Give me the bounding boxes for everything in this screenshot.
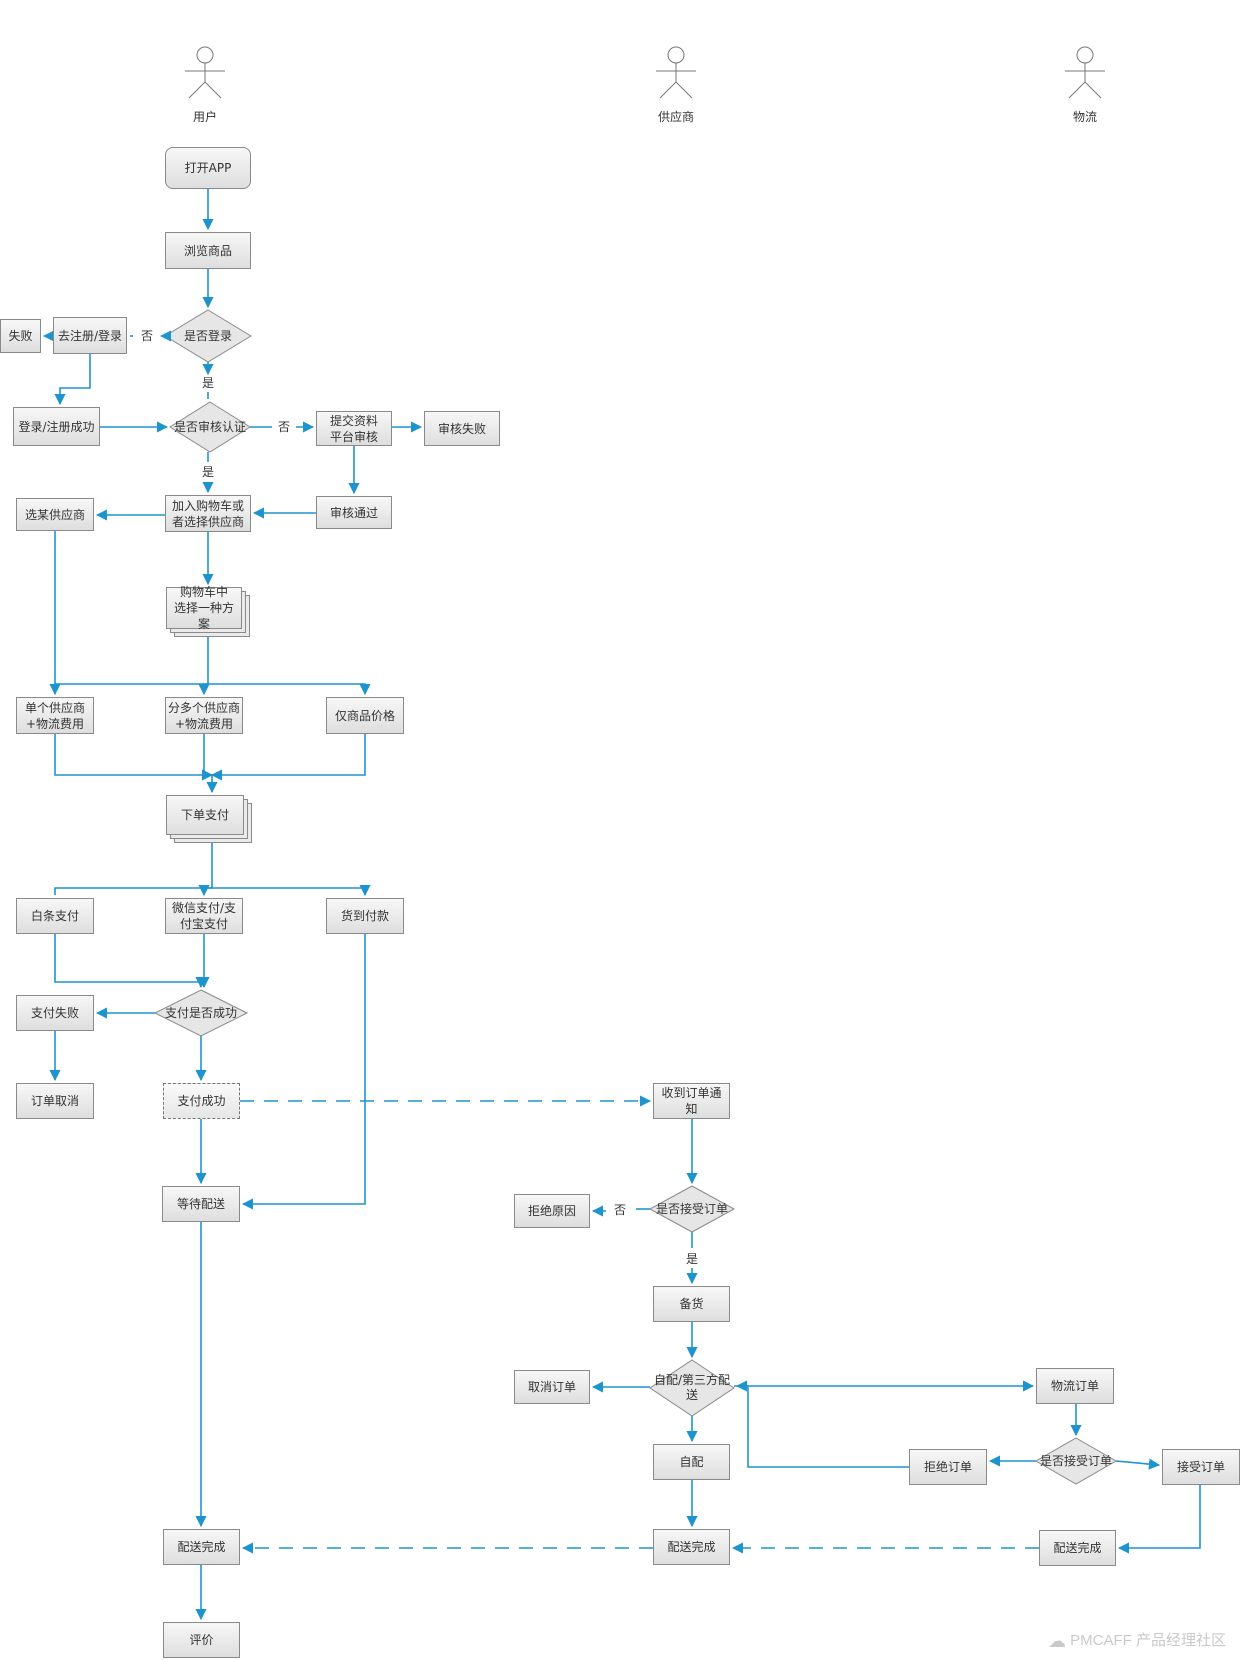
edge-orderpay-to-wechat bbox=[198, 884, 212, 897]
node-submit_info: 提交资料 平台审核 bbox=[316, 411, 392, 446]
node-login_ok: 登录/注册成功 bbox=[13, 407, 100, 446]
node-logistics_order: 物流订单 bbox=[1036, 1368, 1114, 1404]
edge-cartplan-to-goods bbox=[208, 683, 371, 696]
node-prepare: 备货 bbox=[653, 1286, 730, 1322]
actor-supplier-icon bbox=[656, 46, 696, 99]
edge-label-login-no: 否 bbox=[138, 329, 156, 343]
actor-label-logistics: 物流 bbox=[1072, 110, 1098, 124]
node-delivered_logistics: 配送完成 bbox=[1039, 1530, 1116, 1566]
edge-label-login-yes: 是 bbox=[199, 376, 217, 390]
edge-label-accept-no: 否 bbox=[611, 1203, 629, 1217]
actor-logistics-icon bbox=[1065, 46, 1105, 99]
node-audit_fail: 审核失败 bbox=[424, 411, 500, 446]
actor-label-user: 用户 bbox=[192, 110, 218, 124]
node-order_notice: 收到订单通知 bbox=[653, 1083, 730, 1119]
watermark-text: PMCAFF 产品经理社区 bbox=[1070, 1632, 1226, 1649]
node-wechat_alipay: 微信支付/支 付宝支付 bbox=[165, 898, 243, 934]
node-reject_reason: 拒绝原因 bbox=[514, 1194, 590, 1228]
actor-label-supplier: 供应商 bbox=[657, 110, 695, 124]
node-register: 去注册/登录 bbox=[53, 317, 127, 354]
node-pick_supplier: 选某供应商 bbox=[16, 498, 94, 531]
actor-user-icon bbox=[185, 46, 225, 99]
node-single_supplier: 单个供应商 +物流费用 bbox=[16, 697, 94, 734]
edge-cod-to-wait bbox=[241, 934, 366, 1210]
edge-reject-to-selfthird bbox=[735, 1380, 909, 1468]
watermark-logo-icon: ☁ bbox=[1047, 1631, 1066, 1651]
node-baitiao: 白条支付 bbox=[16, 898, 94, 934]
node-delivered_user: 配送完成 bbox=[163, 1529, 240, 1565]
decision-pay_success_q-shape bbox=[153, 989, 249, 1037]
node-add_cart: 加入购物车或 者选择供应商 bbox=[165, 495, 251, 532]
edge-single-to-orderpay bbox=[54, 734, 218, 794]
node-order_cancel: 订单取消 bbox=[16, 1083, 94, 1119]
node-open_app: 打开APP bbox=[165, 147, 251, 189]
node-multi_supplier: 分多个供应商 +物流费用 bbox=[165, 697, 243, 734]
node-reject_order: 拒绝订单 bbox=[909, 1449, 987, 1485]
edge-multi-to-orderpay bbox=[201, 734, 214, 781]
decision-self_third-shape bbox=[649, 1359, 735, 1417]
edge-register-to-loginok bbox=[54, 354, 91, 406]
edge-orderpay-split bbox=[54, 843, 213, 895]
decision-accept_q-shape bbox=[648, 1185, 736, 1233]
node-cart_plan: 购物车中 选择一种方案 bbox=[166, 585, 242, 631]
edge-label-accept-yes: 是 bbox=[683, 1252, 701, 1266]
edge-cartplan-split bbox=[54, 629, 209, 694]
edge-label-verified-no: 否 bbox=[275, 420, 293, 434]
decision-logi_accept_q-shape bbox=[1034, 1437, 1118, 1485]
edge-orderpay-to-cod bbox=[212, 884, 371, 897]
edge-logiq-to-accept bbox=[1115, 1458, 1161, 1470]
node-review: 评价 bbox=[163, 1622, 240, 1658]
node-delivered_supplier: 配送完成 bbox=[653, 1529, 730, 1565]
edge-cartplan-to-multi bbox=[198, 683, 210, 696]
node-wait_delivery: 等待配送 bbox=[162, 1186, 240, 1222]
watermark: ☁ PMCAFF 产品经理社区 bbox=[1048, 1629, 1226, 1652]
node-pay_success: 支付成功 bbox=[163, 1083, 240, 1119]
node-order_pay: 下单支付 bbox=[166, 795, 244, 835]
node-fail: 失败 bbox=[0, 319, 41, 353]
decision-is_login-shape bbox=[164, 309, 252, 363]
node-accept_order: 接受订单 bbox=[1162, 1449, 1240, 1485]
decision-is_verified-shape bbox=[169, 401, 251, 453]
node-audit_pass: 审核通过 bbox=[316, 496, 392, 529]
edge-accept-to-deliveredlogi bbox=[1117, 1485, 1201, 1554]
edge-baitiao-to-payq bbox=[54, 934, 207, 989]
edge-goods-to-orderpay bbox=[210, 734, 366, 781]
node-browse: 浏览商品 bbox=[165, 232, 251, 269]
node-self_delivery: 自配 bbox=[653, 1444, 730, 1480]
node-cancel_order: 取消订单 bbox=[514, 1370, 590, 1404]
edge-label-verified-yes: 是 bbox=[199, 465, 217, 479]
node-goods_price: 仅商品价格 bbox=[326, 697, 404, 734]
node-cod: 货到付款 bbox=[326, 898, 404, 934]
node-pay_fail: 支付失败 bbox=[16, 995, 94, 1031]
